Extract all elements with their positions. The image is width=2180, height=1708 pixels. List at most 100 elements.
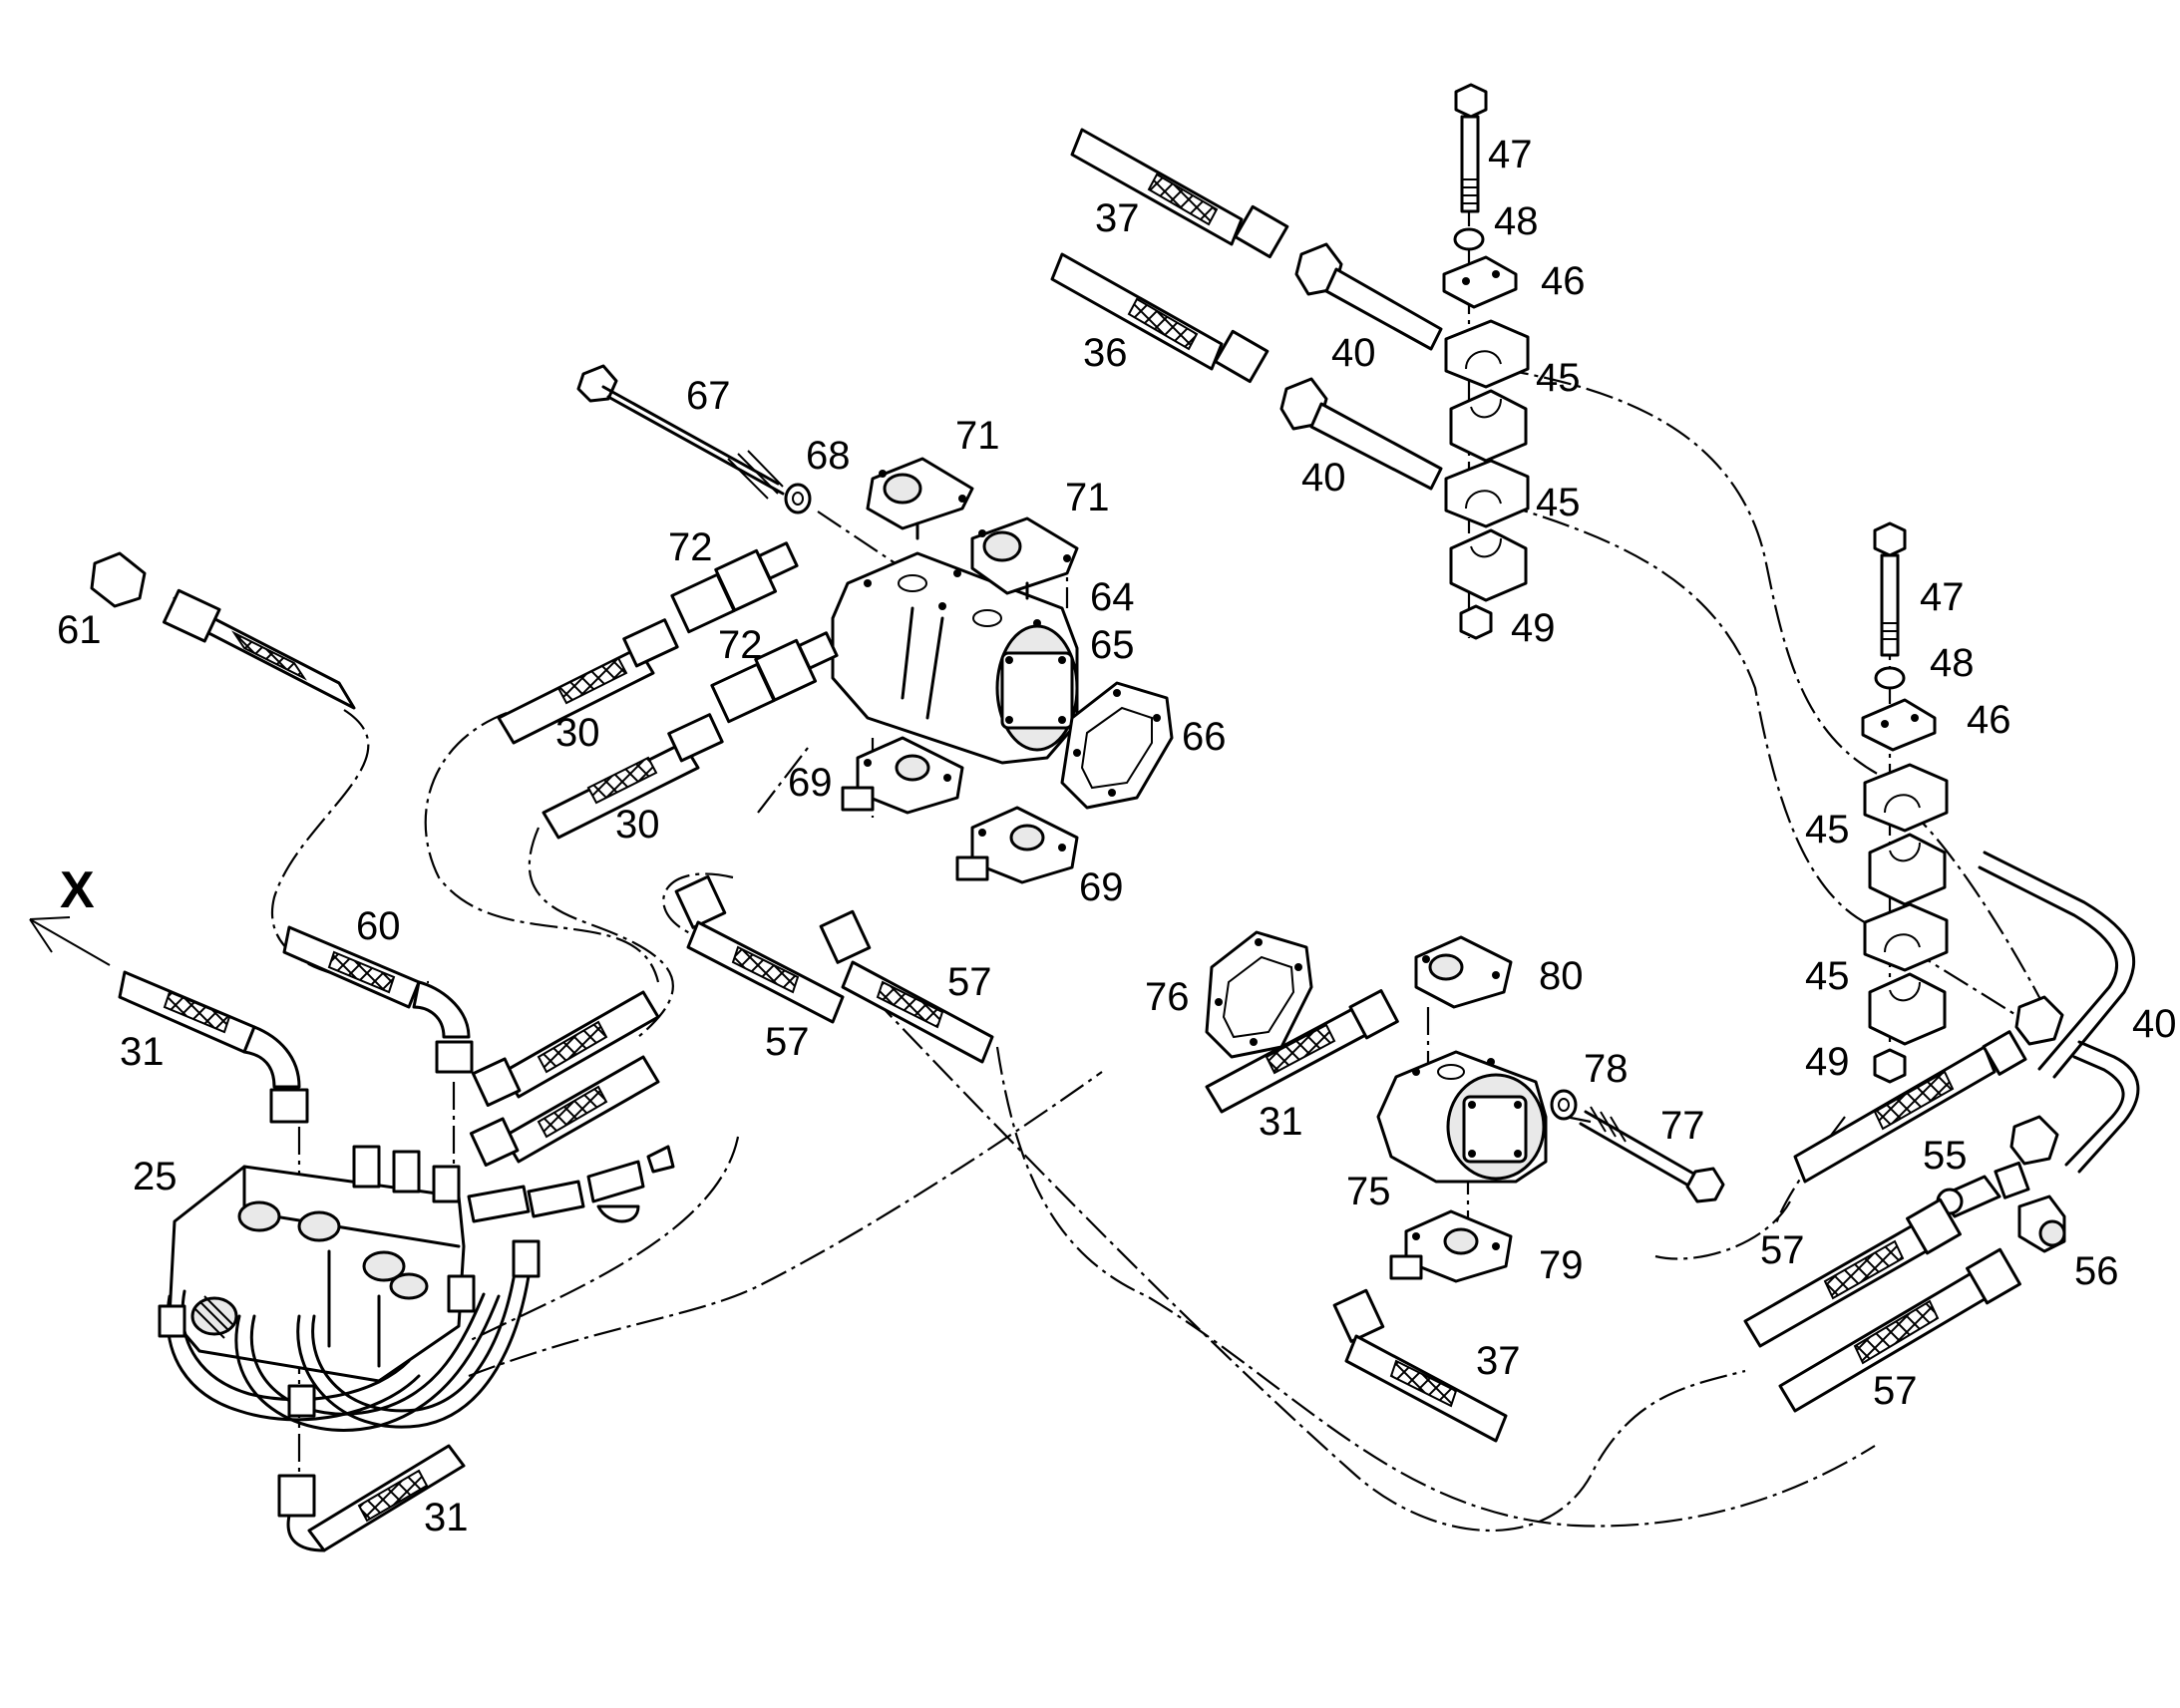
callout-57: 57 [765, 1020, 810, 1064]
callout-46: 46 [1967, 698, 2011, 742]
tube-40a [1294, 242, 1443, 351]
callout-78: 78 [1584, 1047, 1629, 1091]
callout-72: 72 [718, 623, 763, 667]
callout-37: 37 [1476, 1339, 1521, 1383]
callout-45: 45 [1536, 356, 1581, 400]
callout-48: 48 [1494, 199, 1539, 243]
callout-40: 40 [2132, 1002, 2177, 1046]
hose-manifold-lower [469, 1055, 660, 1167]
washer-68 [784, 483, 812, 514]
callout-69: 69 [788, 761, 833, 805]
bolt-77 [1579, 1106, 1725, 1203]
flange-71a [866, 457, 974, 540]
hose-57d [1743, 1197, 1962, 1348]
plate-46b [1861, 698, 1937, 752]
callout-31: 31 [424, 1496, 469, 1539]
callout-68: 68 [806, 434, 851, 478]
callout-45: 45 [1536, 481, 1581, 524]
clamp-45c [1863, 763, 1949, 906]
callout-30: 30 [555, 711, 600, 755]
hose-37-bottom [1332, 1288, 1508, 1443]
flange-69a [841, 736, 964, 815]
callout-76: 76 [1145, 975, 1190, 1019]
callout-71: 71 [955, 414, 1000, 458]
callout-25: 25 [133, 1155, 178, 1198]
callout-79: 79 [1539, 1243, 1584, 1287]
callout-40: 40 [1331, 331, 1376, 375]
hose-37-top [1070, 128, 1289, 259]
clamp-45b [1444, 459, 1530, 602]
callout-45: 45 [1805, 808, 1850, 852]
bolt-67 [576, 364, 785, 500]
clamp-45d [1863, 902, 1949, 1046]
hose-30b [542, 713, 724, 840]
callout-66: 66 [1182, 715, 1227, 759]
bolt-47a [1454, 83, 1488, 213]
bolt-47b [1873, 521, 1907, 657]
nut-49a [1459, 604, 1493, 640]
hose-36 [1050, 252, 1270, 384]
callout-48: 48 [1930, 641, 1975, 685]
flange-80 [1414, 935, 1513, 1009]
callout-labels: 47 48 46 37 36 40 45 40 45 49 67 68 71 7… [57, 133, 2177, 1539]
callout-56: 56 [2074, 1249, 2119, 1293]
callout-72: 72 [668, 525, 713, 569]
washer-48b [1874, 666, 1906, 690]
callout-65: 65 [1090, 623, 1135, 667]
plate-46a [1442, 255, 1518, 309]
flange-69b [955, 806, 1079, 884]
callout-37: 37 [1095, 196, 1140, 240]
hose-30a [497, 618, 679, 745]
hose-57b [819, 909, 994, 1064]
tandem-pump [831, 551, 1079, 765]
elbow-56 [2017, 1195, 2066, 1253]
callout-67: 67 [686, 374, 731, 418]
adapter-72b [710, 631, 839, 724]
tube-40c [1978, 851, 2140, 1174]
hose-31b [277, 1444, 466, 1552]
callout-57: 57 [1760, 1228, 1805, 1272]
adapter-72a [670, 541, 799, 634]
hose-60 [282, 925, 474, 1074]
gasket-76 [1205, 930, 1313, 1059]
hose-61 [90, 551, 356, 710]
hose-57e [1778, 1247, 2021, 1413]
callout-36: 36 [1083, 331, 1128, 375]
pump-75 [1376, 1050, 1548, 1184]
callout-57: 57 [1873, 1369, 1918, 1413]
gasket-66 [1060, 681, 1174, 810]
callout-71: 71 [1065, 476, 1110, 519]
callout-64: 64 [1090, 575, 1135, 619]
hose-31c [1205, 989, 1399, 1114]
hose-manifold-upper [471, 990, 660, 1107]
hose-31a [118, 970, 309, 1124]
callout-45: 45 [1805, 954, 1850, 998]
direction-arrow: X [29, 861, 111, 966]
nut-49b [1873, 1048, 1907, 1084]
callout-40: 40 [1301, 456, 1346, 500]
hose-57a [674, 874, 845, 1024]
callout-30: 30 [615, 803, 660, 847]
callout-80: 80 [1539, 954, 1584, 998]
callout-75: 75 [1346, 1170, 1391, 1213]
callout-47: 47 [1920, 575, 1965, 619]
callout-61: 61 [57, 608, 102, 652]
direction-label: X [60, 861, 95, 919]
callout-31: 31 [120, 1030, 165, 1074]
callout-57: 57 [947, 960, 992, 1004]
washer-48a [1453, 227, 1485, 251]
valve-manifold-25 [158, 1145, 675, 1432]
washer-78 [1550, 1089, 1578, 1121]
tube-40b [1279, 377, 1443, 491]
callout-47: 47 [1488, 133, 1533, 176]
callout-77: 77 [1660, 1104, 1705, 1148]
hose-57c [1793, 1030, 2027, 1184]
callout-46: 46 [1541, 259, 1586, 303]
clamp-45a [1444, 319, 1530, 463]
callout-31: 31 [1259, 1100, 1303, 1144]
callout-60: 60 [356, 904, 401, 948]
callout-49: 49 [1805, 1040, 1850, 1084]
flange-71b [970, 516, 1079, 600]
